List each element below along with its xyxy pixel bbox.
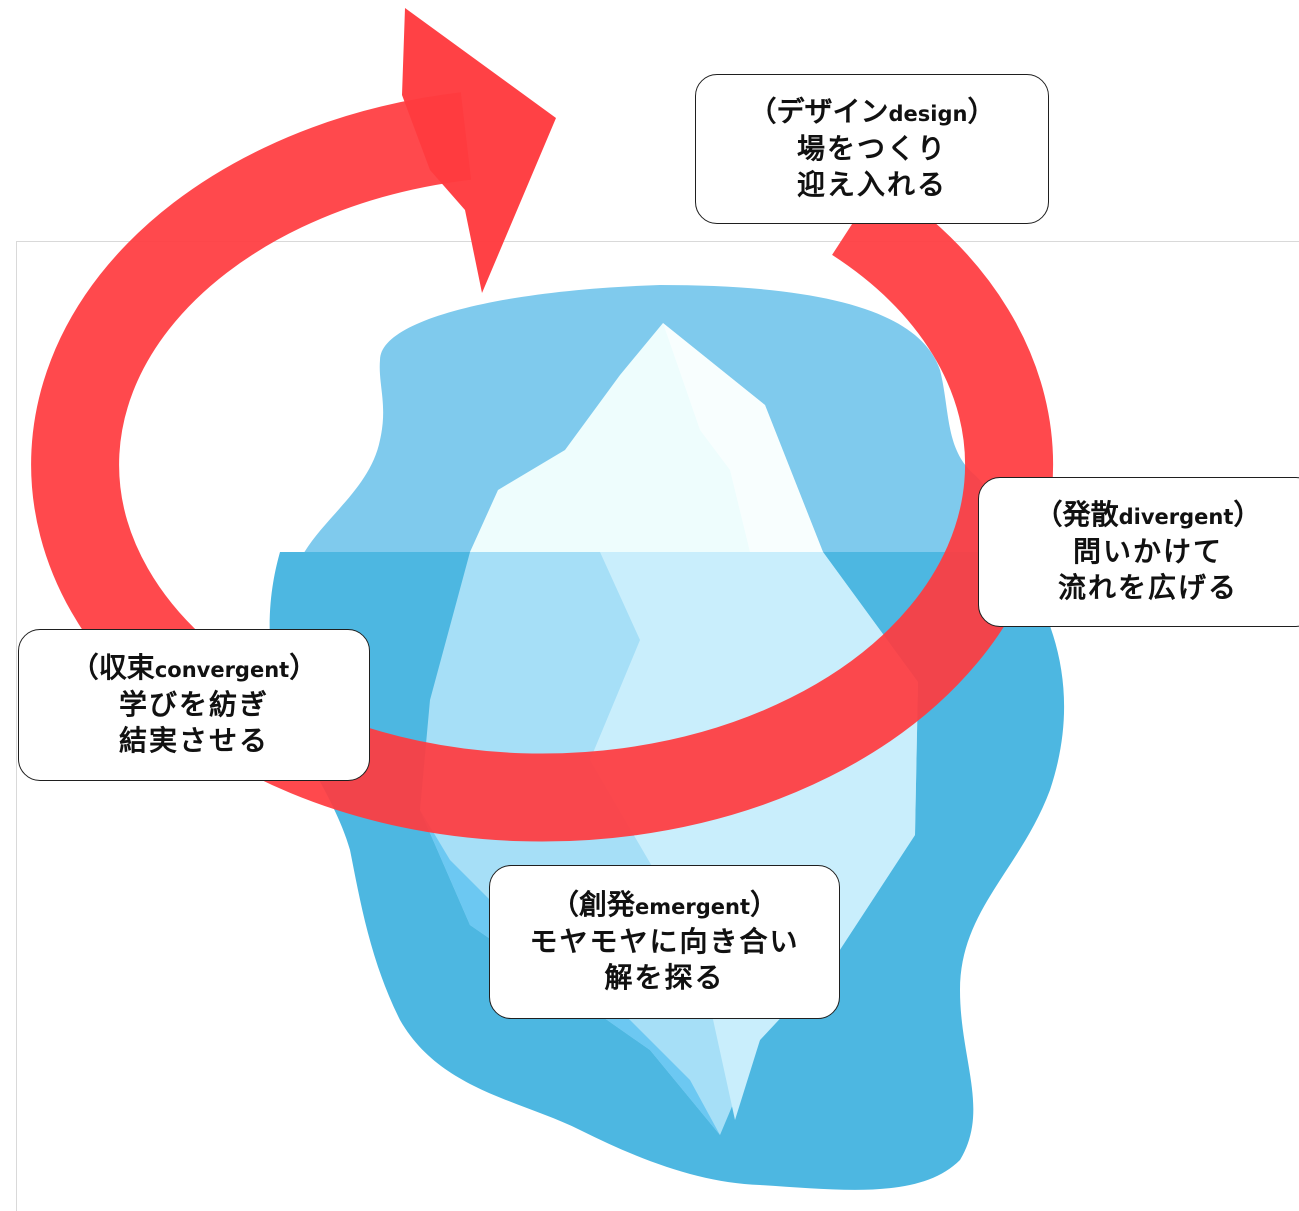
paren-close: ） — [289, 651, 318, 685]
label-convergent-en: convergent — [154, 658, 290, 683]
paren-close: ） — [750, 888, 779, 922]
paren-open: （ — [70, 651, 99, 685]
panel-top-border — [16, 241, 1299, 242]
label-design-jp: デザイン — [776, 95, 889, 129]
label-design-en: design — [888, 102, 968, 127]
label-divergent-line3: 流れを広げる — [1057, 571, 1238, 605]
label-convergent-title: （収束convergent） — [71, 650, 317, 686]
cycle-arrow-head — [402, 8, 556, 293]
paren-open: （ — [1034, 498, 1063, 532]
label-design: （デザインdesign） 場をつくり 迎え入れる — [695, 74, 1049, 224]
label-design-line3: 迎え入れる — [796, 168, 947, 202]
label-design-line2: 場をつくり — [796, 131, 947, 165]
label-emergent-en: emergent — [635, 895, 750, 920]
paren-open: （ — [748, 95, 777, 129]
label-divergent-jp: 発散 — [1062, 498, 1119, 532]
label-divergent-line2: 問いかけて — [1072, 534, 1223, 568]
label-emergent-line2: モヤモヤに向き合い — [529, 924, 800, 958]
label-divergent-en: divergent — [1118, 505, 1234, 530]
label-emergent: （創発emergent） モヤモヤに向き合い 解を探る — [489, 865, 840, 1019]
label-emergent-title: （創発emergent） — [551, 887, 778, 923]
paren-close: ） — [967, 95, 996, 129]
label-design-title: （デザインdesign） — [748, 94, 995, 130]
label-convergent-jp: 収束 — [98, 651, 155, 685]
paren-close: ） — [1233, 498, 1262, 532]
label-emergent-jp: 創発 — [578, 888, 635, 922]
label-convergent-line3: 結実させる — [118, 724, 269, 758]
label-divergent-title: （発散divergent） — [1035, 497, 1262, 533]
label-convergent-line2: 学びを紡ぎ — [118, 687, 269, 721]
iceberg-peak — [470, 323, 823, 552]
iceberg-peak-shadow — [663, 323, 823, 552]
label-divergent: （発散divergent） 問いかけて 流れを広げる — [978, 477, 1299, 627]
label-emergent-line3: 解を探る — [604, 961, 725, 995]
panel-left-border — [16, 241, 17, 1211]
paren-open: （ — [550, 888, 579, 922]
label-convergent: （収束convergent） 学びを紡ぎ 結実させる — [18, 629, 370, 781]
